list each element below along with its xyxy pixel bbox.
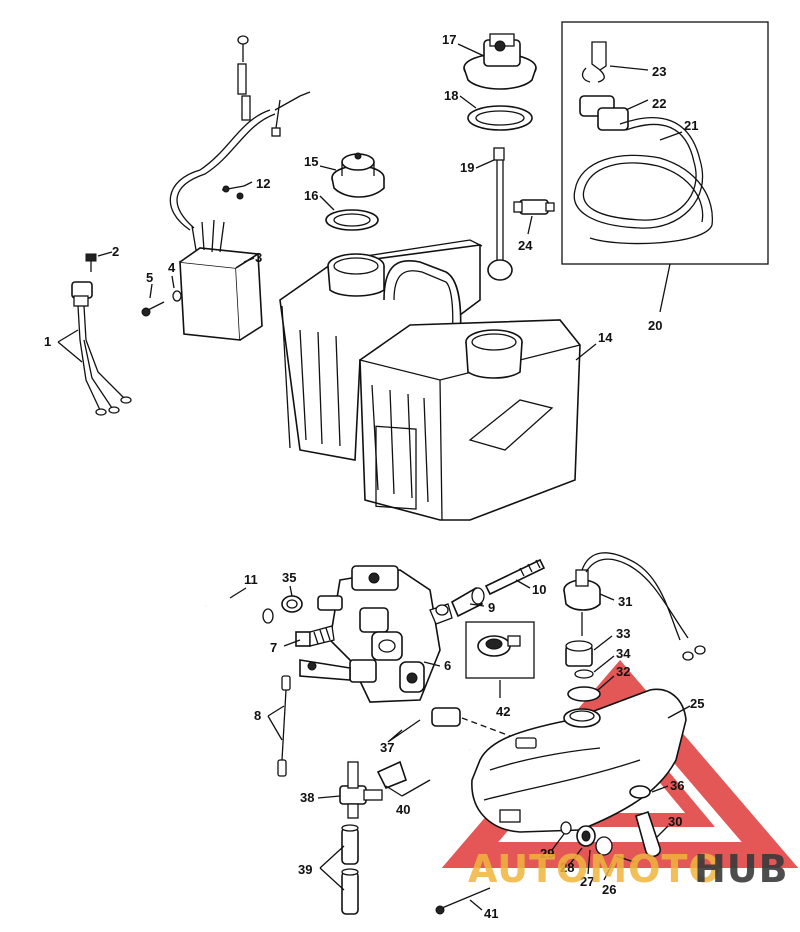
- callout-5: 5: [146, 270, 153, 285]
- callout-37: 37: [380, 740, 394, 755]
- hoses-39: [341, 824, 359, 915]
- callout-16: 16: [304, 188, 318, 203]
- callout-labels: 1 2 3 4 5 6 7 8 9 10 11 12 14 15 16 17 1…: [44, 32, 704, 921]
- callout-22: 22: [652, 96, 666, 111]
- probe-41: [435, 887, 491, 915]
- fuel-sender-31: [563, 552, 706, 702]
- hose-40: [376, 738, 474, 862]
- callout-38: 38: [300, 790, 314, 805]
- callout-2: 2: [112, 244, 119, 259]
- switch-assembly: [71, 253, 132, 416]
- watermark-text-b: HUB: [694, 847, 789, 891]
- callout-34: 34: [616, 646, 631, 661]
- callout-32: 32: [616, 664, 630, 679]
- watermark-text: AUTOMOTO HUB: [468, 847, 789, 891]
- callout-19: 19: [460, 160, 474, 175]
- small-hardware: [560, 785, 661, 863]
- callout-12: 12: [256, 176, 270, 191]
- callout-36: 36: [670, 778, 684, 793]
- callout-25: 25: [690, 696, 704, 711]
- callout-24: 24: [518, 238, 533, 253]
- callout-41: 41: [484, 906, 498, 921]
- callout-20: 20: [648, 318, 662, 333]
- callout-31: 31: [618, 594, 632, 609]
- callout-10: 10: [532, 582, 546, 597]
- callout-18: 18: [444, 88, 458, 103]
- callout-4: 4: [168, 260, 176, 275]
- inset-42: [465, 621, 535, 679]
- callout-35: 35: [282, 570, 296, 585]
- callout-42: 42: [496, 704, 510, 719]
- callout-14: 14: [598, 330, 613, 345]
- callout-3: 3: [255, 250, 262, 265]
- tee-fitting-38: [339, 761, 383, 819]
- callout-33: 33: [616, 626, 630, 641]
- callout-39: 39: [298, 862, 312, 877]
- callout-26: 26: [602, 882, 616, 897]
- link-rod: [277, 675, 291, 777]
- fuel-gauge-assembly: [463, 33, 555, 281]
- callout-27: 27: [580, 874, 594, 889]
- hose-37: [346, 707, 511, 762]
- module-assembly: [141, 35, 311, 341]
- callout-23: 23: [652, 64, 666, 79]
- callout-15: 15: [304, 154, 318, 169]
- callout-21: 21: [684, 118, 698, 133]
- callout-1: 1: [44, 334, 51, 349]
- watermark-text-a: AUTOMOTO: [468, 847, 722, 891]
- callout-6: 6: [444, 658, 451, 673]
- callout-7: 7: [270, 640, 277, 655]
- hose-11: [201, 592, 274, 624]
- callout-30: 30: [668, 814, 682, 829]
- callout-28: 28: [560, 860, 574, 875]
- callout-8: 8: [254, 708, 261, 723]
- callout-29: 29: [540, 846, 554, 861]
- callout-11: 11: [244, 572, 258, 587]
- callout-40: 40: [396, 802, 410, 817]
- callout-17: 17: [442, 32, 456, 47]
- fuel-tank-portable: [279, 152, 581, 521]
- leader-lines: [57, 43, 691, 911]
- callout-9: 9: [488, 600, 495, 615]
- fuel-pump-assembly: [281, 558, 546, 703]
- fuel-line-kit-box: [561, 21, 769, 313]
